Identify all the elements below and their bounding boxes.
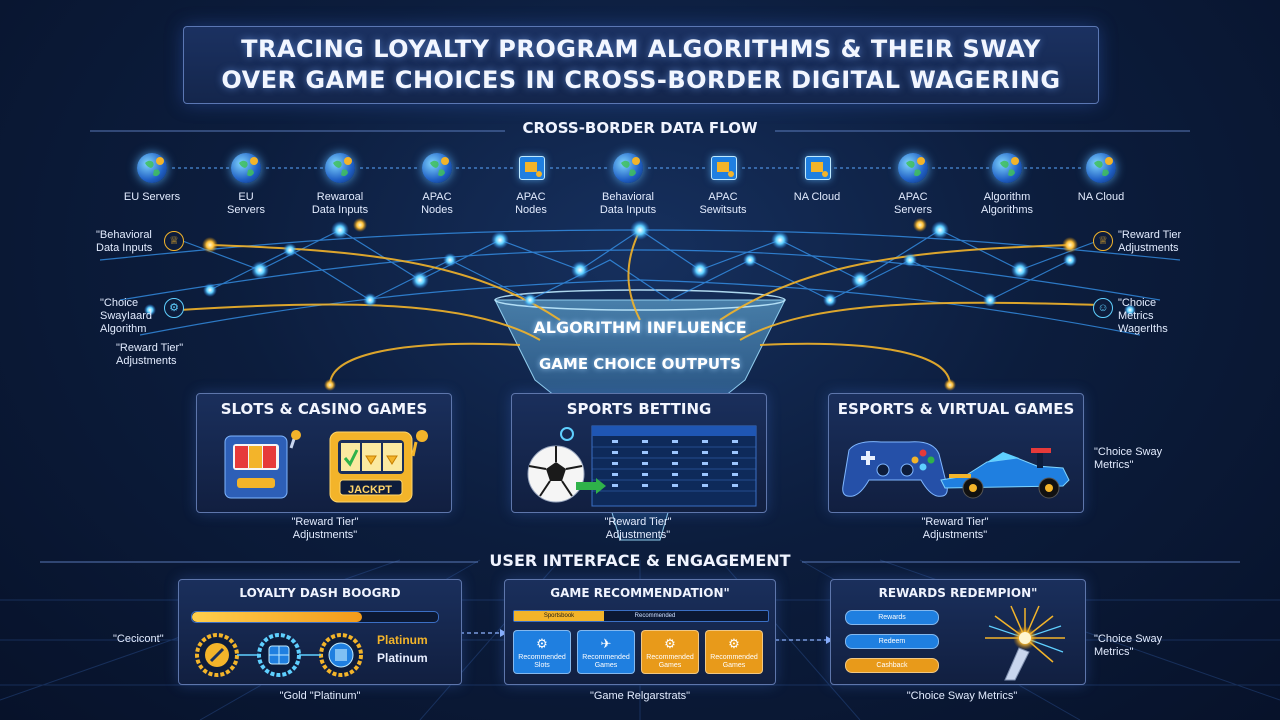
section-dividers <box>40 130 1240 563</box>
globe-icon <box>231 153 261 183</box>
globe-icon <box>137 153 167 183</box>
node-label: EU Servers <box>227 191 265 216</box>
node-label: EU Servers <box>123 191 181 203</box>
recommendation-tile-label: Recommended Slots <box>518 654 566 669</box>
category-title: SPORTS BETTING <box>566 400 712 418</box>
paper-plane-icon: ✈ <box>600 636 612 651</box>
right-label-reward-tier: "Reward Tier Adjustments <box>1118 229 1182 254</box>
globe-icon <box>1086 153 1116 183</box>
ui-arrows <box>460 632 826 641</box>
globe-icon <box>325 153 355 183</box>
loyalty-left-label: "Cecicont" <box>113 633 164 645</box>
node-label: APAC Sewitsuts <box>699 191 747 216</box>
gear-icon: ⚙ <box>164 298 184 318</box>
trophy-icon: ♕ <box>1093 231 1113 251</box>
title-banner: TRACING LOYALTY PROGRAM ALGORITHMS & THE… <box>183 26 1099 104</box>
rewards-caption: "Choice Sway Metrics" <box>906 690 1018 702</box>
node-label: Behavioral Data Inputs <box>599 191 657 216</box>
gear-icon: ⚙ <box>536 636 548 651</box>
tab-recommended[interactable]: Recommended <box>634 613 676 619</box>
reward-button[interactable]: Rewards <box>845 610 939 625</box>
title-line-1: TRACING LOYALTY PROGRAM ALGORITHMS & THE… <box>241 35 1041 63</box>
category-sports-betting: SPORTS BETTING <box>511 393 767 513</box>
node-label: NA Cloud <box>1077 191 1125 203</box>
funnel-label-game-choice-outputs: GAME CHOICE OUTPUTS <box>538 355 742 373</box>
node-label: APAC Servers <box>894 191 932 216</box>
loyalty-dashboard-panel: LOYALTY DASH BOOGRD Platinum Platinum <box>178 579 462 685</box>
category-esports-virtual: ESPORTS & VIRTUAL GAMES <box>828 393 1084 513</box>
platinum-badge-icon <box>257 633 301 677</box>
recommendation-tile[interactable]: ⚙ Recommended Games <box>641 630 699 674</box>
slot-machines-illustration <box>224 430 428 503</box>
server-box-icon <box>711 156 737 180</box>
diamond-badge-icon <box>319 633 363 677</box>
tier-label-2: Platinum <box>377 651 428 665</box>
server-box-icon <box>805 156 831 180</box>
reward-button[interactable]: Redeem <box>845 634 939 649</box>
left-label-behavioral: "Behavioral Data Inputs <box>96 229 153 254</box>
esports-illustration <box>842 441 1070 499</box>
user-icon: ☺ <box>1093 298 1113 318</box>
game-recommendation-title: GAME RECOMMENDATION" <box>550 586 730 600</box>
recommendation-tile-label: Recommended Games <box>582 654 630 669</box>
recommendation-caption: "Game Relgarstrats" <box>589 690 691 702</box>
slots-caption: "Reward Tier" Adjustments" <box>291 516 359 541</box>
gear-icon: ⚙ <box>728 636 740 651</box>
loyalty-dashboard-title: LOYALTY DASH BOOGRD <box>239 586 401 600</box>
tab-sportsbook[interactable]: Sportsbook <box>514 611 604 621</box>
reward-burst-icon <box>985 605 1065 681</box>
gold-badge-icon <box>195 633 239 677</box>
right-label-choice-metrics: "Choice Metrics WagerIths <box>1118 297 1168 335</box>
node-label: Algorithm Algorithms <box>981 191 1033 216</box>
funnel-label-algorithm-influence: ALGORITHM INFLUENCE <box>533 318 747 337</box>
globe-icon <box>992 153 1022 183</box>
recommendation-tab-bar: Sportsbook Recommended <box>513 610 769 622</box>
sports-betting-illustration <box>527 425 757 507</box>
node-label: APAC Nodes <box>515 191 547 216</box>
esports-caption: "Reward Tier" Adjustments" <box>921 516 989 541</box>
node-label: NA Cloud <box>793 191 841 203</box>
category-slots-casino: SLOTS & CASINO GAMES JACKPT <box>196 393 452 513</box>
globe-icon <box>898 153 928 183</box>
gold-flow-lines <box>179 229 1101 386</box>
reward-button[interactable]: Cashback <box>845 658 939 673</box>
trophy-icon: ♕ <box>164 231 184 251</box>
rewards-redemption-title: REWARDS REDEMPION" <box>878 586 1038 600</box>
loyalty-caption: "Gold "Platinum" <box>279 690 361 702</box>
esports-side-label: "Choice Sway Metrics" <box>1094 446 1163 471</box>
left-label-reward-tier: "Reward Tier" Adjustments <box>116 342 184 367</box>
sports-caption: "Reward Tier" Adjustments" <box>604 516 672 541</box>
left-label-choice-sway: "Choice SwayIaard Algorithm <box>100 297 152 335</box>
tier-badges <box>195 633 363 677</box>
funnel-rim <box>494 289 786 311</box>
server-box-icon <box>519 156 545 180</box>
ui-engagement-label: USER INTERFACE & ENGAGEMENT <box>489 551 791 570</box>
loyalty-progress-track <box>191 611 439 623</box>
recommendation-tile[interactable]: ⚙ Recommended Slots <box>513 630 571 674</box>
globe-icon <box>613 153 643 183</box>
title-line-2: OVER GAME CHOICES IN CROSS-BORDER DIGITA… <box>221 66 1061 94</box>
loyalty-progress-fill <box>192 612 362 622</box>
tier-label-1: Platinum <box>377 633 428 647</box>
category-title: ESPORTS & VIRTUAL GAMES <box>837 400 1075 418</box>
rewards-right-label: "Choice Sway Metrics" <box>1094 633 1163 658</box>
recommendation-tile[interactable]: ✈ Recommended Games <box>577 630 635 674</box>
network-nodes <box>144 218 1136 391</box>
game-recommendation-panel: GAME RECOMMENDATION" Sportsbook Recommen… <box>504 579 776 685</box>
jackpot-label: JACKPT <box>347 484 392 496</box>
recommendation-tile-label: Recommended Games <box>710 654 758 669</box>
globe-icon <box>422 153 452 183</box>
category-title: SLOTS & CASINO GAMES <box>220 400 428 418</box>
recommendation-tile[interactable]: ⚙ Recommended Games <box>705 630 763 674</box>
gear-icon: ⚙ <box>664 636 676 651</box>
recommendation-tile-label: Recommended Games <box>646 654 694 669</box>
data-flow-label: CROSS-BORDER DATA FLOW <box>522 119 758 137</box>
node-label: Rewaroal Data Inputs <box>311 191 369 216</box>
node-label: APAC Nodes <box>421 191 453 216</box>
